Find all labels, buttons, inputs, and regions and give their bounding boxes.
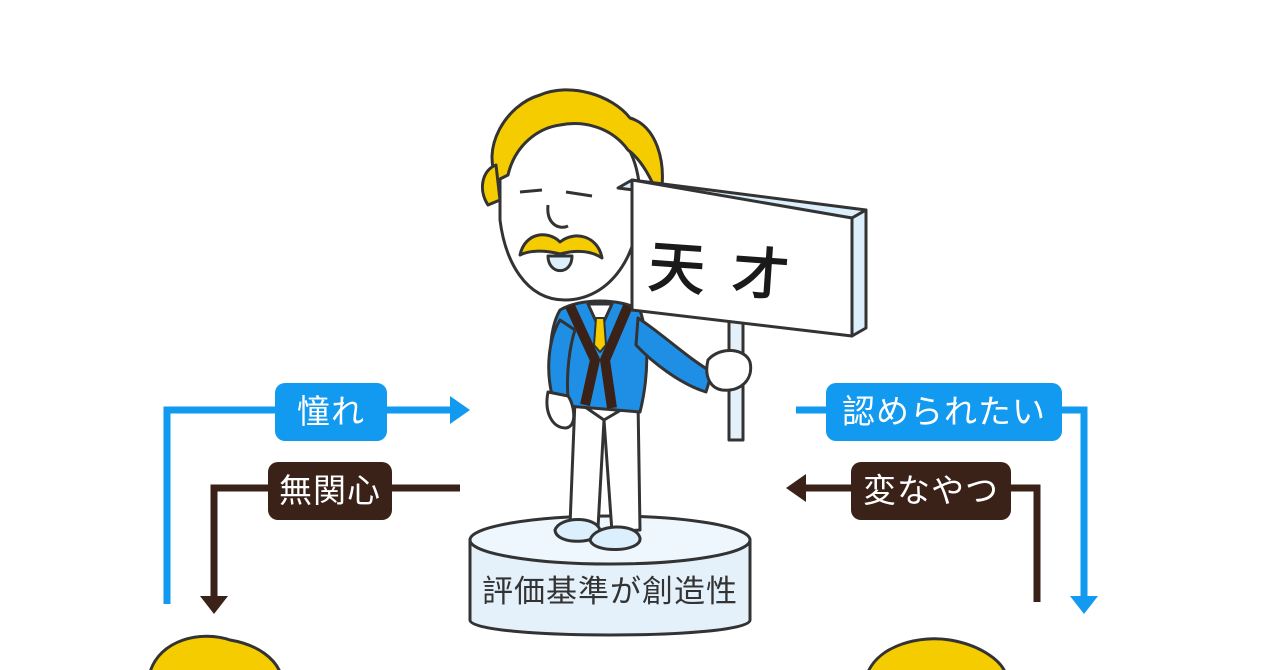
pedestal-label: 評価基準が創造性 [482, 574, 738, 610]
genius-figure [480, 88, 753, 552]
sign-board [616, 178, 868, 338]
label-mitomeraretai: 認められたい [826, 383, 1062, 441]
label-akogare: 憧れ [275, 383, 387, 441]
label-mukanshin: 無関心 [268, 462, 392, 520]
bottom-right-head [867, 637, 1006, 670]
sign-text: 天才 [646, 233, 819, 312]
bottom-left-head [149, 634, 281, 670]
label-hennayatsu: 変なやつ [851, 462, 1011, 520]
